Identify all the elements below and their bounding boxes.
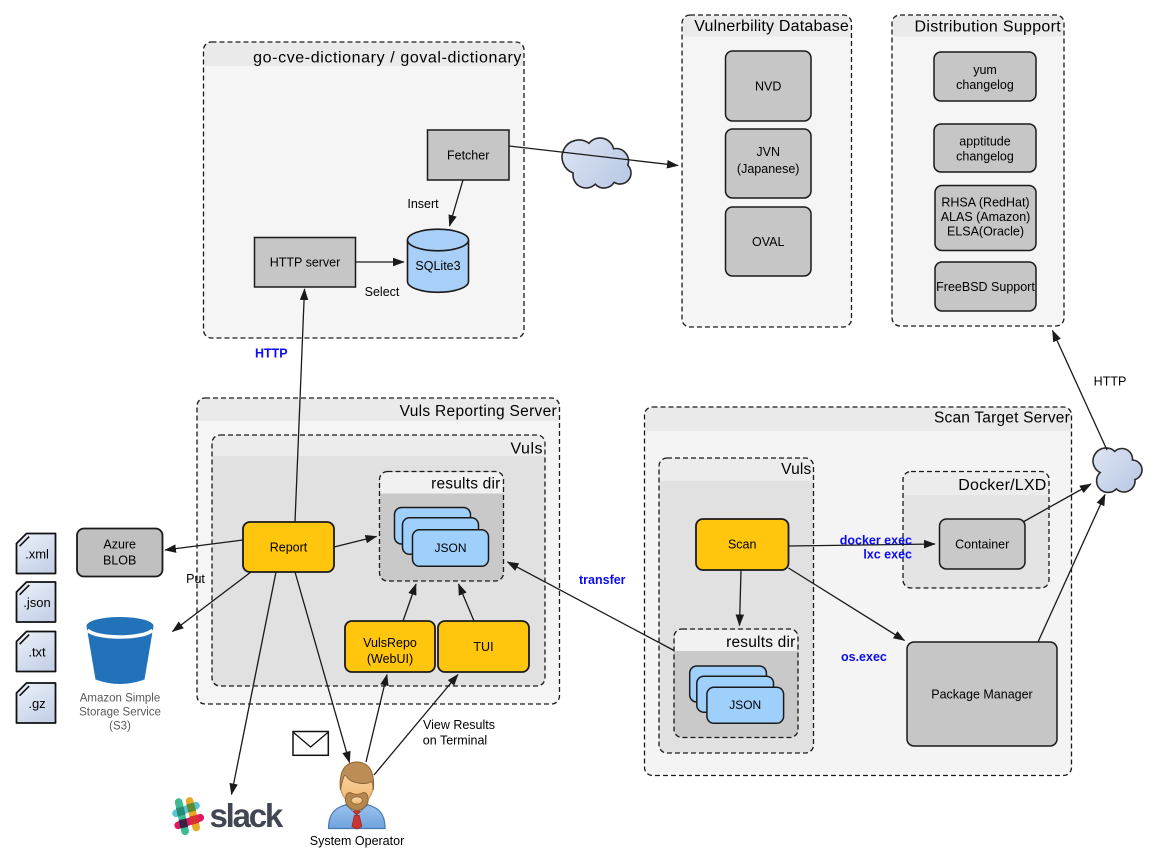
svg-text:(S3): (S3) <box>109 721 131 733</box>
svg-text:.txt: .txt <box>28 645 46 660</box>
svg-text:HTTP: HTTP <box>1094 375 1127 389</box>
svg-text:Storage Service: Storage Service <box>79 707 161 719</box>
svg-text:JVN: JVN <box>756 145 780 159</box>
svg-text:lxc exec: lxc exec <box>863 548 912 562</box>
svg-text:Vulnerbility Database: Vulnerbility Database <box>694 18 849 35</box>
svg-text:FreeBSD Support: FreeBSD Support <box>936 280 1035 294</box>
svg-text:apptitude: apptitude <box>959 135 1010 149</box>
svg-text:JSON: JSON <box>729 698 761 712</box>
svg-text:transfer: transfer <box>579 573 626 587</box>
svg-text:changelog: changelog <box>956 78 1014 92</box>
svg-text:HTTP server: HTTP server <box>270 256 341 270</box>
svg-text:.xml: .xml <box>25 547 49 562</box>
svg-text:ALAS (Amazon): ALAS (Amazon) <box>941 210 1031 224</box>
svg-text:Azure: Azure <box>103 538 136 552</box>
svg-text:results dir: results dir <box>431 476 500 493</box>
svg-text:System Operator: System Operator <box>310 834 404 848</box>
svg-text:Fetcher: Fetcher <box>447 149 489 163</box>
svg-text:Vuls: Vuls <box>781 461 811 478</box>
svg-text:Select: Select <box>365 285 400 299</box>
svg-text:results dir: results dir <box>726 634 795 651</box>
svg-text:(Japanese): (Japanese) <box>737 162 800 176</box>
svg-text:VulsRepo: VulsRepo <box>363 636 417 650</box>
svg-text:on Terminal: on Terminal <box>423 734 487 748</box>
svg-text:docker exec: docker exec <box>840 534 912 548</box>
svg-text:Scan: Scan <box>728 538 757 552</box>
svg-text:slack: slack <box>210 797 284 834</box>
svg-text:changelog: changelog <box>956 150 1014 164</box>
svg-text:Put: Put <box>186 572 205 586</box>
svg-text:(WebUI): (WebUI) <box>367 652 413 666</box>
svg-text:Vuls Reporting Server: Vuls Reporting Server <box>400 403 557 420</box>
svg-text:SQLite3: SQLite3 <box>415 259 460 273</box>
svg-text:yum: yum <box>973 63 997 77</box>
svg-text:ELSA(Oracle): ELSA(Oracle) <box>947 225 1024 239</box>
svg-text:View Results: View Results <box>423 718 495 732</box>
svg-text:BLOB: BLOB <box>103 554 136 568</box>
svg-text:Amazon Simple: Amazon Simple <box>80 693 161 705</box>
svg-text:RHSA (RedHat): RHSA (RedHat) <box>941 196 1029 210</box>
svg-text:Package Manager: Package Manager <box>931 688 1032 702</box>
svg-text:Insert: Insert <box>407 197 439 211</box>
svg-text:os.exec: os.exec <box>841 650 887 664</box>
svg-text:NVD: NVD <box>755 80 781 94</box>
svg-text:.gz: .gz <box>28 696 45 711</box>
svg-text:Vuls: Vuls <box>510 441 543 458</box>
svg-text:Report: Report <box>270 541 308 555</box>
svg-text:.json: .json <box>23 595 50 610</box>
svg-text:OVAL: OVAL <box>752 235 784 249</box>
svg-text:JSON: JSON <box>434 541 466 555</box>
svg-text:Distribution Support: Distribution Support <box>914 19 1061 36</box>
svg-text:HTTP: HTTP <box>255 347 288 361</box>
svg-text:Docker/LXD: Docker/LXD <box>958 477 1046 494</box>
svg-text:Container: Container <box>955 538 1009 552</box>
svg-text:Scan Target Server: Scan Target Server <box>934 410 1070 427</box>
svg-text:TUI: TUI <box>473 640 493 654</box>
svg-text:go-cve-dictionary / goval-dict: go-cve-dictionary / goval-dictionary <box>253 50 522 67</box>
